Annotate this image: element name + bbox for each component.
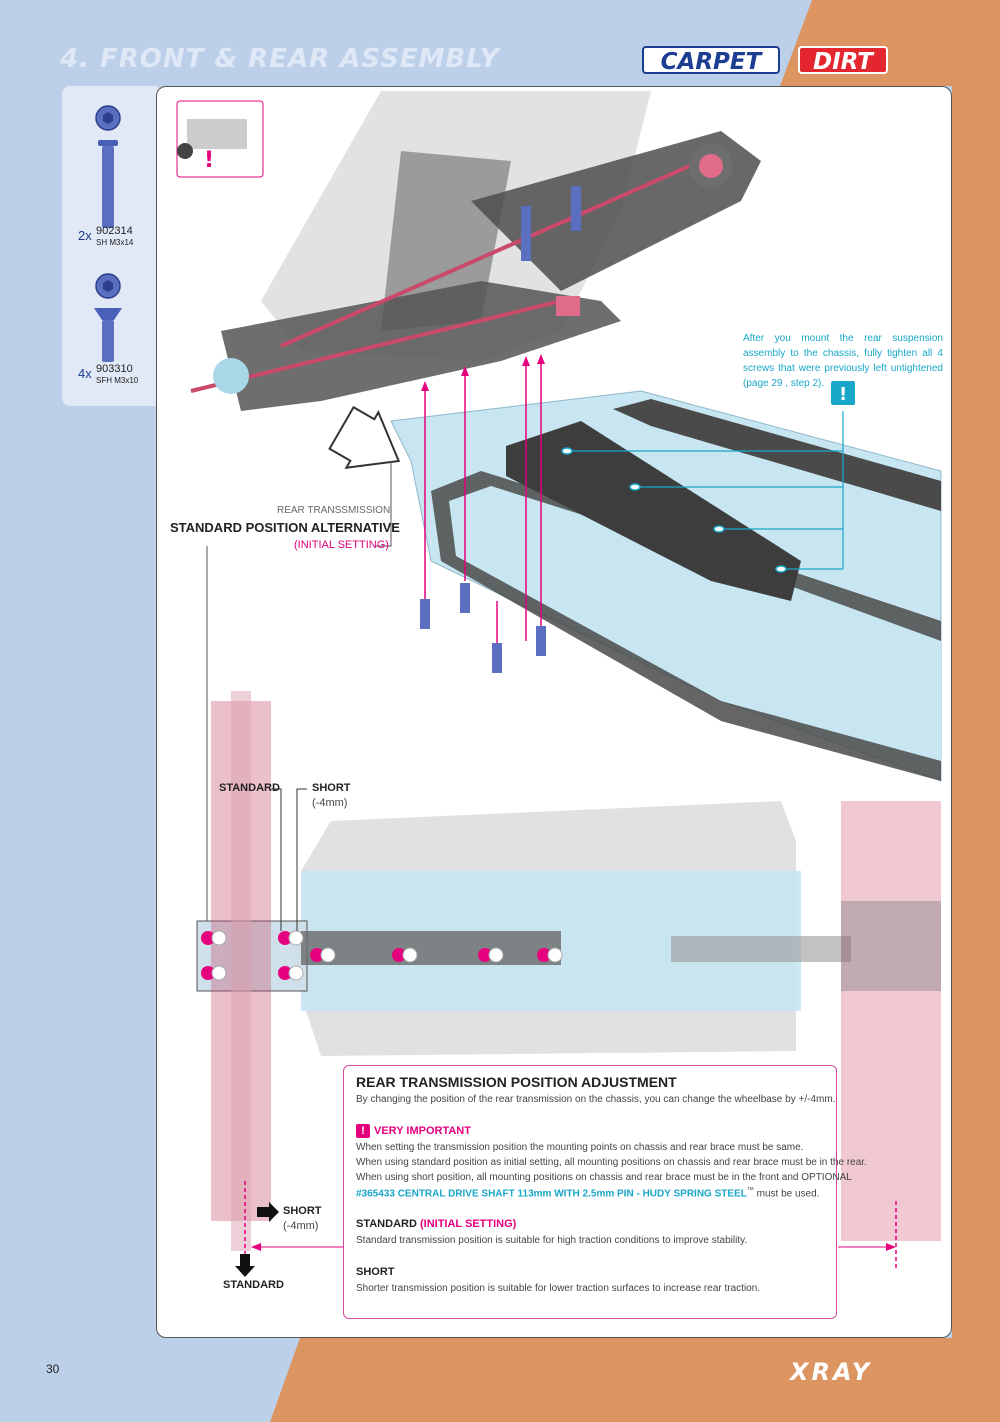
info-box: REAR TRANSMISSION POSITION ADJUSTMENT By…: [343, 1065, 867, 1319]
standard-desc: Standard transmission position is suitab…: [356, 1235, 748, 1246]
bottom-short-label: SHORT: [283, 1205, 322, 1217]
svg-text:!: !: [839, 384, 847, 405]
info-title: REAR TRANSMISSION POSITION ADJUSTMENT: [356, 1074, 677, 1090]
short-mm-label: (-4mm): [312, 797, 348, 809]
section-title: 4. FRONT & REAR ASSEMBLY: [60, 44, 500, 74]
part-qty-1: 2x: [78, 228, 92, 243]
warning-icon: !: [356, 1124, 370, 1138]
initial-setting-label: (INITIAL SETTING): [294, 539, 389, 551]
xray-logo: XRAY: [790, 1358, 873, 1386]
vi-line-3: When using short position, all mounting …: [356, 1172, 852, 1183]
dirt-tag: DIRT: [798, 46, 888, 75]
vi-line-1: When setting the transmission position t…: [356, 1142, 804, 1153]
svg-text:!: !: [204, 148, 214, 173]
main-diagram-box: !: [156, 86, 952, 1338]
top-note: After you mount the rear suspension asse…: [743, 333, 943, 389]
bottom-standard-label: STANDARD: [223, 1279, 284, 1291]
part-qty-2: 4x: [78, 366, 92, 381]
short-desc: Shorter transmission position is suitabl…: [356, 1283, 761, 1294]
bottom-short-mm-label: (-4mm): [283, 1220, 319, 1232]
short-label: SHORT: [312, 782, 351, 794]
vi-line-2: When using standard position as initial …: [356, 1157, 867, 1168]
very-important-heading: !VERY IMPORTANT: [356, 1124, 471, 1138]
vi-line-4: #365433 CENTRAL DRIVE SHAFT 113mm WITH 2…: [356, 1187, 820, 1200]
carpet-tag: CARPET: [642, 46, 780, 75]
standard-alt-label: STANDARD POSITION ALTERNATIVE: [170, 520, 400, 535]
standard-heading: STANDARD (INITIAL SETTING): [356, 1218, 517, 1230]
screw-icon: [94, 273, 122, 362]
assembly-diagram: !: [176, 91, 942, 1277]
info-intro: By changing the position of the rear tra…: [356, 1094, 836, 1105]
standard-label: STANDARD: [219, 782, 280, 794]
screw-icon: [95, 105, 121, 228]
page-number: 30: [46, 1362, 60, 1376]
rear-transmission-label: REAR TRANSSMISSION: [277, 505, 391, 516]
short-heading: SHORT: [356, 1266, 395, 1278]
